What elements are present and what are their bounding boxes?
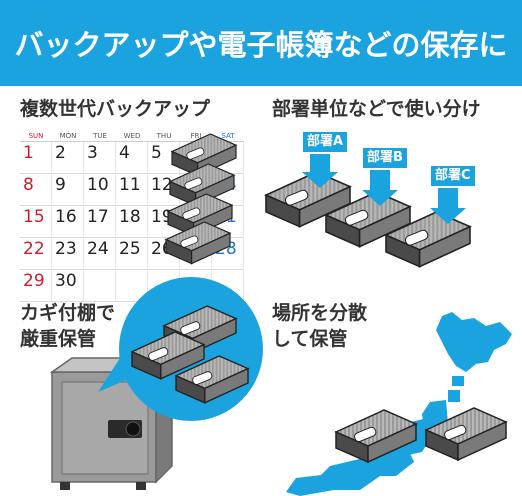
- departments-heading: 部署単位などで使い分け: [272, 98, 481, 120]
- safe-heading-line1: カギ付棚で: [20, 302, 116, 324]
- weekday-label: MON: [59, 132, 77, 140]
- calendar-day: 17: [84, 206, 116, 238]
- storage-bubble: [98, 277, 263, 421]
- distributed-heading-line1: 場所を分散: [272, 302, 368, 324]
- arrow-down-icon: [362, 170, 398, 206]
- department-label-c: 部署C: [431, 166, 475, 186]
- calendar-day: 18: [116, 206, 148, 238]
- distributed-heading-line2: して保管: [272, 328, 348, 350]
- weekday-label: SUN: [28, 132, 44, 140]
- calendar-day: 30: [52, 270, 84, 302]
- safe-heading-line2: 厳重保管: [20, 328, 97, 350]
- calendar-day: 29: [20, 270, 52, 302]
- department-label-a: 部署A: [303, 132, 348, 152]
- calendar-day: 8: [20, 174, 52, 206]
- weekday-label: FRI: [190, 132, 202, 140]
- calendar-day: 15: [20, 206, 52, 238]
- banner-title: バックアップや電子帳簿などの保存に: [14, 28, 508, 62]
- calendar-day: 1: [20, 142, 52, 174]
- weekday-label: THU: [156, 132, 172, 140]
- calendar-day: [212, 270, 244, 302]
- calendar-day: [84, 270, 116, 302]
- safe-icon: [49, 356, 174, 490]
- calendar-day: 22: [20, 238, 52, 270]
- calendar-day: 2: [52, 142, 84, 174]
- weekday-label: TUE: [93, 132, 107, 140]
- arrow-down-icon: [302, 154, 338, 188]
- calendar-day: 24: [84, 238, 116, 270]
- department-arrows: [302, 154, 466, 224]
- calendar-day: 16: [52, 206, 84, 238]
- calendar-weekday-row: SUN MON TUE WED THU FRI SAT: [20, 130, 244, 142]
- calendar-day: 23: [52, 238, 84, 270]
- calendar-day: 11: [116, 174, 148, 206]
- department-label-b: 部署B: [363, 148, 407, 168]
- backup-heading: 複数世代バックアップ: [20, 98, 211, 120]
- header-banner: バックアップや電子帳簿などの保存に: [0, 0, 522, 86]
- calendar-day: 3: [84, 142, 116, 174]
- japan-map-icon: [286, 312, 512, 496]
- arrow-down-icon: [430, 188, 466, 224]
- cartridge-stack: [165, 133, 237, 265]
- weekday-label: SAT: [221, 132, 235, 140]
- calendar-day: [116, 270, 148, 302]
- weekday-label: WED: [123, 132, 141, 140]
- calendar-day: 10: [84, 174, 116, 206]
- calendar-day: 9: [52, 174, 84, 206]
- calendar-day: 25: [116, 238, 148, 270]
- calendar-day: 4: [116, 142, 148, 174]
